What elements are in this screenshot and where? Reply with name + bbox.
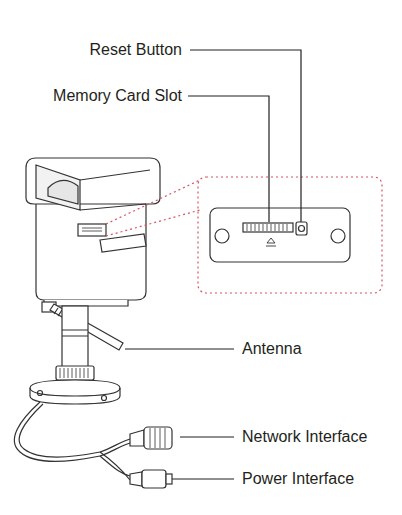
hood-edge (80, 170, 150, 210)
mount-ring (62, 330, 88, 336)
mount-screw (38, 391, 43, 396)
part-label: Memory Card Slot (10, 86, 182, 106)
screw-hole (331, 229, 345, 243)
mount-pole (62, 306, 88, 368)
screw-hole (215, 229, 229, 243)
part-label: Power Interface (242, 469, 400, 489)
cable (100, 439, 130, 456)
leader-line (180, 436, 234, 437)
hood-front (36, 165, 80, 210)
mount-base (30, 380, 120, 404)
antenna-ring (54, 308, 62, 316)
power-connector-tip (166, 474, 172, 484)
network-connector (130, 430, 144, 446)
leader-line (190, 50, 301, 222)
mount-base-top (30, 388, 120, 396)
cable (19, 404, 100, 457)
card-direction-mark (266, 238, 276, 246)
part-label: Reset Button (40, 40, 182, 60)
inset-plate (210, 208, 350, 262)
mount-collar-ridges (60, 368, 88, 378)
slot-teeth (82, 228, 102, 231)
cable (14, 402, 100, 462)
leader-line (172, 478, 234, 479)
slot-cover (100, 234, 146, 252)
reset-button-core (299, 226, 305, 232)
cable (100, 452, 130, 480)
zoom-line (106, 180, 200, 236)
network-connector-body (144, 427, 172, 449)
power-connector (130, 472, 142, 486)
leader-line (125, 348, 234, 349)
network-connector-ridges (150, 428, 165, 448)
part-label: Network Interface (242, 427, 400, 447)
card-slot (243, 223, 293, 232)
part-label: Antenna (242, 339, 392, 359)
lens-shade (48, 180, 78, 204)
card-slot-teeth (247, 224, 287, 231)
reset-button (296, 222, 307, 235)
side-slot (78, 224, 106, 236)
zoom-frame (198, 177, 382, 293)
leader-line (188, 96, 269, 222)
mount-collar (56, 366, 94, 380)
power-connector-body (142, 470, 166, 488)
mount-screw (102, 396, 107, 401)
